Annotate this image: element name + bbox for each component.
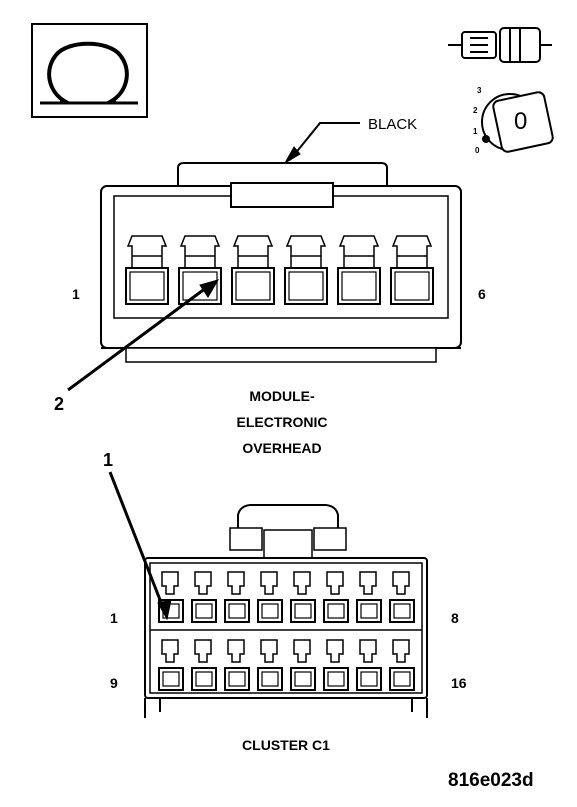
cluster-cavity xyxy=(356,571,382,623)
cluster-cavity xyxy=(224,639,250,691)
ignition-key-off-icon xyxy=(481,91,554,153)
cluster-cavity xyxy=(191,571,217,623)
module-cavity xyxy=(284,235,328,305)
ignition-position-3: 3 xyxy=(477,86,482,95)
cluster-row1-last: 8 xyxy=(451,610,459,626)
module-cavity xyxy=(125,235,169,305)
cluster-row1-first: 1 xyxy=(110,610,118,626)
ignition-position-1: 1 xyxy=(473,127,478,136)
cluster-cavity xyxy=(257,639,283,691)
cluster-connector xyxy=(108,471,428,718)
cluster-cavity xyxy=(356,639,382,691)
cluster-cavity xyxy=(323,571,349,623)
cluster-cavity xyxy=(191,639,217,691)
figure-reference: 816e023d xyxy=(448,770,534,791)
module-callout: 2 xyxy=(54,394,65,414)
disconnected-connector-icon xyxy=(448,27,552,63)
module-pin-last: 6 xyxy=(478,286,486,302)
cluster-cavity xyxy=(158,639,184,691)
cluster-cavity xyxy=(323,639,349,691)
cluster-cavity xyxy=(257,571,283,623)
module-pin-first: 1 xyxy=(72,286,80,302)
module-cavity xyxy=(390,235,434,305)
ignition-position-2: 2 xyxy=(473,106,478,115)
module-title-line-3: OVERHEAD xyxy=(242,440,322,456)
module-title-line-1: MODULE- xyxy=(249,388,315,404)
cluster-cavity xyxy=(290,639,316,691)
module-connector xyxy=(67,122,462,392)
cluster-cavity xyxy=(290,571,316,623)
connector-color-label: BLACK xyxy=(368,116,418,133)
ignition-key-label: 0 xyxy=(514,108,528,135)
module-cavity xyxy=(231,235,275,305)
cluster-cavity xyxy=(224,571,250,623)
cluster-row2-first: 9 xyxy=(110,675,118,691)
ignition-position-0: 0 xyxy=(475,146,480,155)
module-title-line-2: ELECTRONIC xyxy=(236,414,328,430)
cluster-cavity xyxy=(389,571,415,623)
module-cavity xyxy=(337,235,381,305)
cluster-cavity xyxy=(389,639,415,691)
cluster-callout: 1 xyxy=(103,450,114,470)
ohmmeter-symbol-icon xyxy=(31,23,148,118)
cluster-row2-last: 16 xyxy=(451,675,467,691)
cluster-title: CLUSTER C1 xyxy=(242,737,330,753)
